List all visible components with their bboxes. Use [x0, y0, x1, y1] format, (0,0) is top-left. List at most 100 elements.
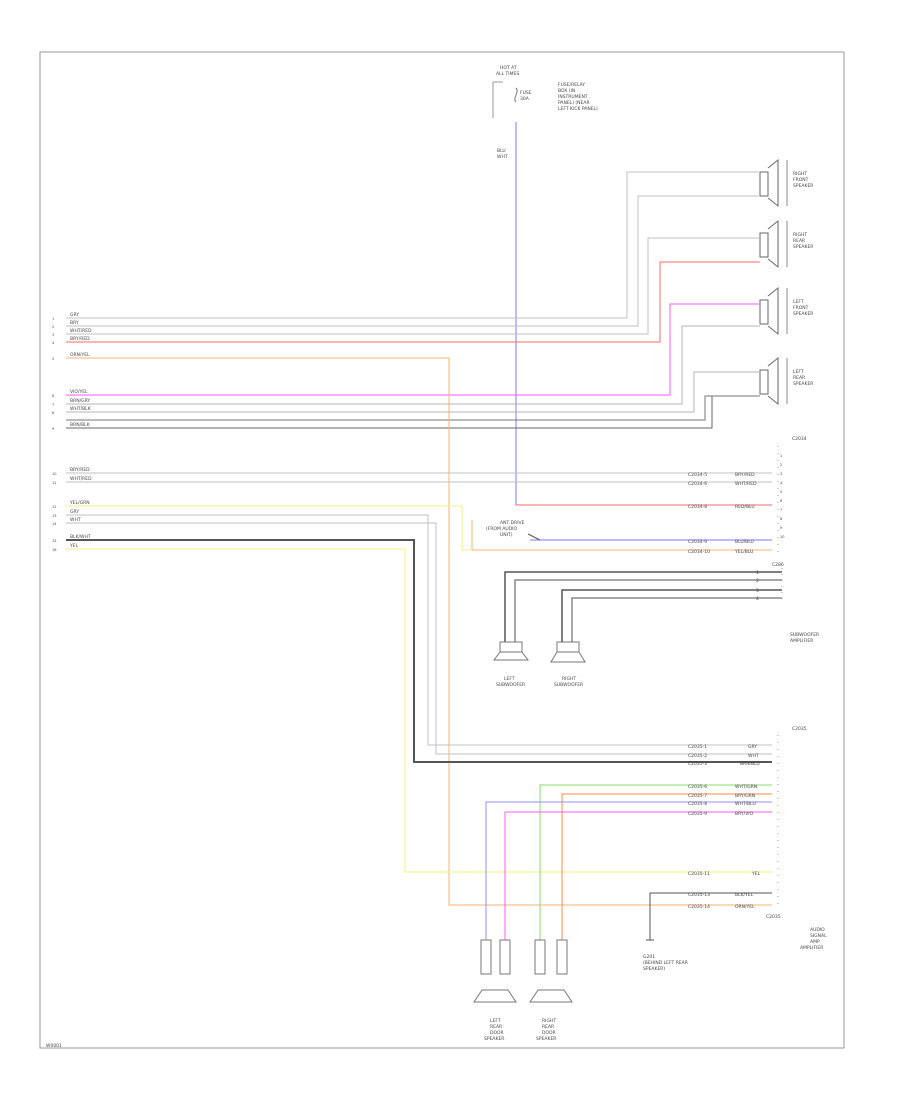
ant-line1: ANT DRIVE: [500, 520, 525, 526]
lh-g1-n2: 2: [52, 325, 54, 329]
fuse-hot-line2: ALL TIMES: [496, 71, 519, 77]
sub-title-1: SUBWOOFER: [790, 632, 819, 638]
amp2-c9: C2035-13: [688, 892, 710, 898]
amp1-c2: C2034-6: [688, 481, 707, 487]
sub-title-2: AMPLIFIER: [790, 638, 813, 644]
lh-g2-n3: 8: [52, 411, 54, 415]
amp1-pin-1: 1: [780, 454, 782, 458]
amp1-pin-4: 4: [780, 481, 783, 485]
lrs-line1: LEFT: [793, 369, 804, 375]
rsub-line1: RIGHT: [562, 676, 576, 682]
lh-g4-l5: YEL: [69, 543, 79, 549]
ground-line1: G201: [643, 954, 655, 960]
amp1-k4: BLU/BLU: [735, 539, 754, 545]
amp1-pin-2: 2: [780, 463, 782, 467]
amp2-footer: C2035: [766, 914, 781, 920]
lh-g1-n3: 3: [52, 333, 54, 337]
amp2-k4: WHT/GRN: [735, 784, 757, 790]
lh-g3-n1: 10: [52, 472, 56, 476]
fuse-amp: 30A: [520, 96, 530, 102]
amp1-pin-5: 5: [780, 490, 782, 494]
rds-line2: REAR: [542, 1024, 554, 1030]
ant-line3: UNIT): [500, 532, 513, 538]
ground-line3: SPEAKER): [643, 966, 665, 972]
amp1-k1: BRY/RED: [735, 472, 755, 478]
sub-pin-1: 1: [756, 570, 759, 576]
lh-g1-l4: BRY/RED: [70, 336, 90, 342]
amp2-c4: C2035-6: [688, 784, 707, 790]
lfs-line3: SPEAKER: [793, 311, 813, 317]
rfs-line2: FRONT: [793, 177, 809, 183]
amp2-k1: GRY: [748, 744, 757, 750]
amp1-c4: C2034-9: [688, 539, 707, 545]
lh-g4-l3: WHT: [70, 517, 81, 523]
lh-g1-n1: 1: [52, 317, 54, 321]
left-subwoofer: LEFT SUBWOOFER: [493, 641, 529, 688]
lh-g1-n5: 5: [52, 357, 54, 361]
top-wire-label-2: WHT: [497, 154, 508, 160]
right-front-speaker: RIGHT FRONT SPEAKER: [759, 158, 813, 208]
lh-g1-n4: 4: [52, 341, 55, 345]
rrs-line2: REAR: [793, 238, 805, 244]
fuse-desc-3: INSTRUMENT: [558, 94, 588, 100]
fuse-desc-4: PANEL) (NEAR: [558, 100, 590, 106]
lds-line1: LEFT: [490, 1018, 501, 1024]
lh-g4-n2: 13: [52, 514, 56, 518]
lh-g1-l3: WHT/RED: [70, 328, 92, 334]
door-speaker-wires: [485, 784, 772, 940]
rfs-line1: RIGHT: [793, 171, 807, 177]
lh-g4-l2: GRY: [70, 509, 79, 515]
rsub-line2: SUBWOOFER: [554, 682, 583, 688]
amp1-pin-3: 3: [780, 472, 782, 476]
lfs-line1: LEFT: [793, 299, 804, 305]
left-front-speaker: LEFT FRONT SPEAKER: [759, 286, 813, 336]
amp2-k2: WHT: [748, 753, 759, 759]
rds-line4: SPEAKER: [536, 1036, 556, 1042]
lh-g4-n5: 16: [52, 548, 56, 552]
amp1-c1: C2034-5: [688, 472, 707, 478]
subwoofer-wiring: [504, 571, 782, 642]
amp1-input-wires: [66, 472, 772, 483]
lh-g2-l4: BRN/BLK: [70, 422, 91, 428]
rrs-line1: RIGHT: [793, 232, 807, 238]
amp1-pin-8: 8: [780, 517, 782, 521]
sub-pin-2: 2: [756, 578, 759, 584]
ground-line2: (BEHIND LEFT REAR: [643, 960, 688, 966]
ground-wire: [649, 892, 772, 940]
amp2-c2: C2035-2: [688, 753, 707, 759]
sub-header: C286: [772, 562, 784, 568]
amp-title-1: AUDIO: [810, 927, 825, 933]
amp2-c7: C2035-9: [688, 811, 707, 817]
amp1-pin-9: 9: [780, 526, 782, 530]
diagram-frame: [39, 51, 845, 1049]
lh-g1-l2: BRY: [70, 320, 79, 326]
lh-g2-l3: WHT/BLK: [70, 406, 92, 412]
amp-title-2: SIGNAL: [810, 933, 827, 939]
amp1-c5: C2034-10: [688, 549, 710, 555]
lh-g2-l1: VIO/YEL: [70, 389, 88, 395]
amp1-connector: C2034 C2034-5 BRY/RED C2034-6 WHT/RED C2…: [688, 436, 807, 556]
amp2-c8: C2035-11: [688, 871, 710, 877]
amp1-c3: C2034-8: [688, 504, 707, 510]
lh-g4-l1: YEL/GRN: [69, 500, 90, 506]
speaker-wires: [66, 171, 760, 429]
sub-pin-3: 3: [756, 588, 759, 594]
lh-g2-n4: 9: [52, 427, 54, 431]
rds-line1: RIGHT: [542, 1018, 556, 1024]
lh-g4-n1: 12: [52, 505, 56, 509]
amp1-k2: WHT/RED: [735, 481, 757, 487]
amp1-pin-10: 10: [780, 535, 784, 539]
rds-line3: DOOR: [542, 1030, 556, 1036]
amp2-c3: C2035-3: [688, 761, 707, 767]
amp1-pin-7: 7: [780, 508, 782, 512]
amp1-pin-6: 6: [780, 499, 782, 503]
sub-pin-4: 4: [756, 596, 759, 602]
fuse-relay-box: HOT AT ALL TIMES FUSE 30A FUSE/RELAY BOX…: [492, 65, 598, 160]
right-rear-door-speaker: RIGHT REAR DOOR SPEAKER: [529, 939, 573, 1042]
fuse-desc-5: LEFT KICK PANEL): [558, 106, 598, 112]
amp-title-3: AMP: [810, 939, 820, 945]
ant-line2: (FROM AUDIO: [486, 526, 517, 532]
lh-g2-n2: 7: [52, 403, 54, 407]
lh-g3-l1: BRY/RED: [70, 467, 90, 473]
